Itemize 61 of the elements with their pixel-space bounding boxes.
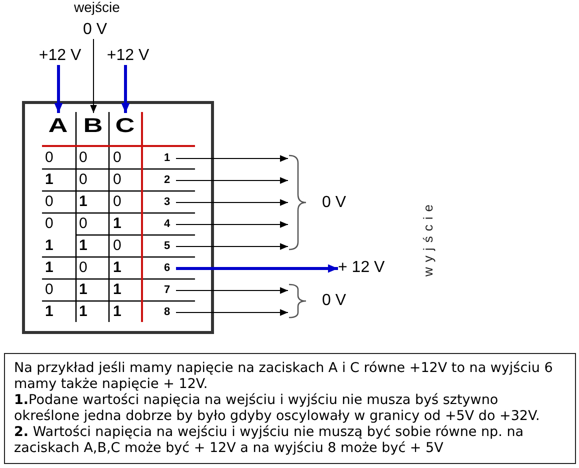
truth-table-value: 0 [79, 215, 88, 233]
truth-table-value: 1 [79, 237, 88, 255]
arrow [176, 155, 288, 162]
arrow [176, 199, 288, 206]
arrow [121, 65, 130, 113]
truth-table-value: 0 [79, 259, 88, 277]
truth-table-value: 1 [45, 237, 54, 255]
truth-table-value: 0 [45, 281, 54, 299]
arrow [176, 221, 288, 228]
truth-table-value: 0 [45, 149, 54, 167]
row-number: 5 [158, 239, 176, 253]
arrow [54, 65, 63, 113]
truth-table-value: 0 [113, 193, 122, 211]
arrow [176, 287, 288, 294]
truth-table-value: 1 [79, 303, 88, 321]
arrow [90, 38, 97, 114]
truth-table-value: 1 [113, 303, 122, 321]
table-frame [22, 101, 214, 334]
truth-table-value: 1 [79, 193, 88, 211]
truth-table-value: 1 [45, 303, 54, 321]
curly-brace [288, 284, 307, 318]
truth-table-value: 1 [45, 171, 54, 189]
truth-table-value: 0 [79, 149, 88, 167]
truth-table-value: 0 [45, 193, 54, 211]
note-text: 1.Podane wartości napięcia na wejściu i wyjściu nie musza byś sztywno określone jedna dobrze by było gdyby oscylowały w granicy od +5V do +32V. [14, 392, 541, 424]
input-heading: wejście [74, 0, 120, 14]
row-number: 7 [158, 283, 176, 297]
note-box [4, 353, 576, 464]
curly-brace [288, 155, 307, 250]
output-heading: wyjście [422, 200, 434, 276]
note-text: 2. Wartości napięcia na wejściu i wyjściu nie muszą być sobie równe np. na zaciskach A,B,C może być + 12V a na wyjściu 8 może być + 5V [14, 424, 525, 456]
truth-table-value: 0 [113, 149, 122, 167]
voltage-label: + 12 V [338, 259, 388, 277]
row-number: 3 [158, 195, 176, 209]
voltage-label: +12 V [105, 47, 151, 65]
truth-table-value: 1 [45, 259, 54, 277]
column-header: C [110, 113, 140, 139]
truth-table-value: 1 [113, 259, 122, 277]
arrow [176, 243, 288, 250]
note-text: Na przykład jeśli mamy napięcie na zaciskach A i C równe +12V to na wyjściu 6 mamy także napięcie + 12V. [14, 360, 554, 392]
truth-table-value: 0 [113, 237, 122, 255]
row-number: 2 [158, 173, 176, 187]
arrow [176, 309, 288, 316]
row-number: 8 [158, 305, 176, 319]
voltage-label: 0 V [82, 21, 108, 39]
truth-table-value: 1 [113, 215, 122, 233]
truth-table-value: 0 [113, 171, 122, 189]
arrow [176, 264, 338, 273]
truth-table-value: 0 [79, 171, 88, 189]
voltage-label: 0 V [322, 194, 346, 212]
column-header: B [78, 113, 108, 139]
truth-table-value: 1 [113, 281, 122, 299]
arrow [176, 177, 288, 184]
row-number: 4 [158, 217, 176, 231]
truth-table-value: 1 [79, 281, 88, 299]
column-header: A [43, 113, 73, 139]
truth-table-value: 0 [45, 215, 54, 233]
row-number: 1 [158, 151, 176, 165]
voltage-label: +12 V [37, 47, 83, 65]
voltage-label: 0 V [322, 292, 346, 310]
row-number: 6 [158, 261, 176, 275]
